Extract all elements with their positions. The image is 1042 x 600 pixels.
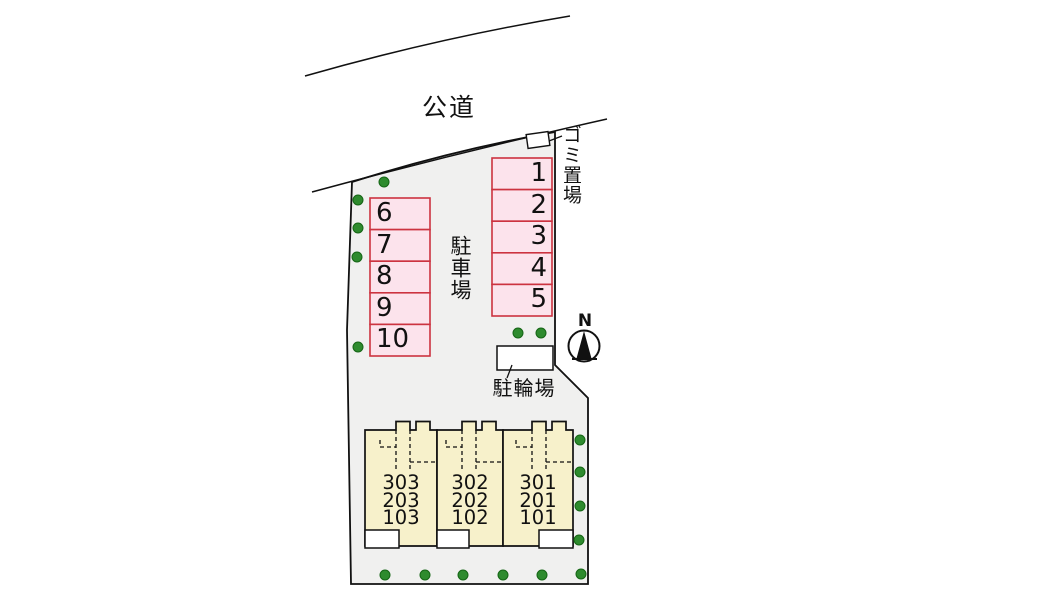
room-number: 102 <box>451 506 489 530</box>
entrance-porch-east <box>538 529 574 549</box>
compass-needle <box>576 331 592 359</box>
public-road-label: 公道 <box>421 93 476 122</box>
road-upper-edge-line <box>304 15 571 77</box>
parking-space-label: 4 <box>530 252 547 283</box>
tree-marker <box>352 222 364 234</box>
tree-marker <box>379 569 391 581</box>
room-number: 303 <box>382 471 420 494</box>
garbage-leader-line <box>548 135 563 142</box>
tree-marker <box>352 194 364 206</box>
parking-left-column <box>369 197 431 357</box>
tree-marker <box>574 466 586 478</box>
parking-stall-8 <box>369 260 431 294</box>
tree-marker <box>575 568 587 580</box>
garbage-box <box>525 130 551 150</box>
parking-stall-1 <box>491 157 553 191</box>
bicycle-parking-box <box>496 345 554 371</box>
entrance-porch-west <box>364 529 400 549</box>
parking-space-label: 7 <box>376 229 393 260</box>
tree-marker <box>419 569 431 581</box>
parking-space-label: 9 <box>376 292 393 323</box>
unit-west-room-numbers: 303 203 103 <box>361 471 441 530</box>
unit-center-room-numbers: 302 202 102 <box>430 471 510 530</box>
unit-west-dashed <box>379 430 435 470</box>
tree-marker <box>574 500 586 512</box>
parking-space-label: 2 <box>530 189 547 220</box>
parking-stall-5 <box>491 283 553 317</box>
tree-marker <box>573 534 585 546</box>
compass-icon <box>567 329 601 363</box>
parking-stall-9 <box>369 291 431 326</box>
building <box>364 420 574 547</box>
tree-marker <box>535 327 547 339</box>
tree-markers <box>351 176 587 581</box>
room-number: 201 <box>519 488 557 512</box>
parking-space-label: 5 <box>530 284 547 315</box>
parking-right-column <box>491 157 553 317</box>
garbage-area-label: ゴミ置場 <box>560 125 582 205</box>
parking-space-label: 1 <box>530 158 547 188</box>
room-number: 302 <box>451 471 489 494</box>
parking-space-label: 3 <box>530 221 547 252</box>
tree-marker <box>352 341 364 353</box>
bicycle-leader-line <box>506 364 513 379</box>
unit-east-room-numbers: 301 201 101 <box>498 471 578 530</box>
balcony-dashed-lines <box>379 430 571 470</box>
room-number: 203 <box>382 488 420 512</box>
tree-marker <box>536 569 548 581</box>
room-number: 103 <box>382 506 420 530</box>
road-lower-edge-line <box>311 118 608 193</box>
tree-marker <box>351 251 363 263</box>
compass-north-label: N <box>577 311 593 331</box>
entrance-porch-center <box>436 529 470 549</box>
room-number: 301 <box>519 471 557 494</box>
parking-area-label: 駐車場 <box>448 235 472 301</box>
tree-marker <box>457 569 469 581</box>
tree-marker <box>512 327 524 339</box>
bicycle-area-label: 駐輪場 <box>492 376 556 400</box>
tree-marker <box>574 434 586 446</box>
room-number: 101 <box>519 506 557 530</box>
parking-stall-2 <box>491 188 553 223</box>
tree-marker <box>497 569 509 581</box>
parking-space-label: 6 <box>376 198 393 228</box>
parking-space-label: 10 <box>376 324 410 355</box>
entrance-porches <box>364 529 574 549</box>
parking-stall-10 <box>369 323 431 357</box>
parking-space-label: 8 <box>376 261 393 292</box>
room-number: 202 <box>451 488 489 512</box>
unit-center-dashed <box>445 430 501 470</box>
tree-marker <box>378 176 390 188</box>
unit-east-dashed <box>515 430 571 470</box>
